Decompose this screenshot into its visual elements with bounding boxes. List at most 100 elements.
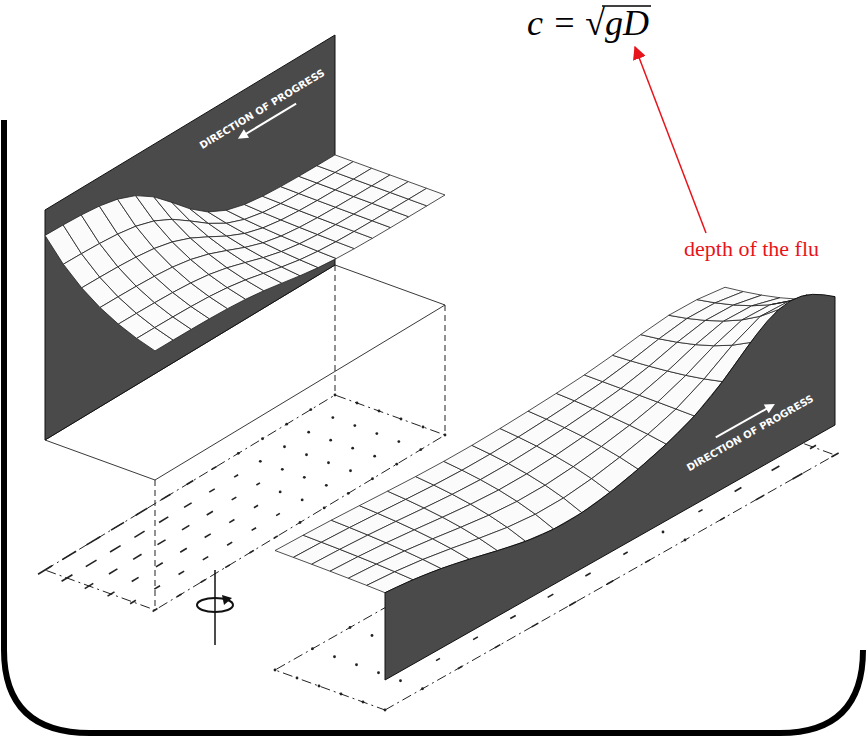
velocity-dash bbox=[87, 537, 101, 545]
right-panel bbox=[274, 287, 839, 711]
velocity-dash bbox=[548, 594, 554, 597]
velocity-dot bbox=[261, 437, 264, 440]
velocity-dot bbox=[355, 663, 358, 666]
velocity-dash bbox=[252, 528, 256, 531]
velocity-dot bbox=[327, 461, 330, 464]
surface-mesh bbox=[409, 188, 445, 206]
velocity-dot bbox=[371, 634, 374, 637]
velocity-dash bbox=[810, 445, 816, 448]
leader-arrow bbox=[635, 47, 706, 233]
coast-wall bbox=[45, 35, 335, 440]
velocity-dot bbox=[285, 423, 288, 426]
velocity-dash bbox=[177, 594, 182, 597]
velocity-dot bbox=[373, 455, 376, 458]
left-panel bbox=[38, 35, 446, 611]
velocity-dot bbox=[323, 507, 326, 510]
velocity-dot bbox=[325, 484, 328, 487]
annotation: depth of the flu bbox=[684, 236, 819, 262]
velocity-dash bbox=[585, 573, 590, 576]
velocity-dash bbox=[62, 551, 76, 559]
velocity-dash bbox=[157, 540, 165, 545]
velocity-dot bbox=[296, 677, 299, 680]
dashed-guide bbox=[335, 265, 336, 395]
velocity-dot bbox=[237, 452, 240, 455]
velocity-dot bbox=[318, 685, 321, 688]
velocity-dash bbox=[201, 579, 206, 582]
velocity-dash bbox=[458, 666, 462, 668]
velocity-dot bbox=[340, 693, 343, 696]
velocity-dash bbox=[756, 495, 764, 500]
velocity-dash bbox=[132, 577, 139, 581]
velocity-dot bbox=[397, 440, 400, 443]
direction-label: DIRECTION OF PROGRESS bbox=[685, 393, 816, 473]
velocity-dash bbox=[227, 542, 232, 545]
velocity-dash bbox=[156, 563, 163, 567]
velocity-dot bbox=[307, 431, 310, 434]
velocity-dash bbox=[276, 513, 280, 515]
velocity-dash bbox=[831, 453, 838, 457]
velocity-dot bbox=[303, 476, 306, 479]
dashed-guide bbox=[445, 305, 446, 435]
velocity-dash bbox=[209, 489, 214, 492]
velocity-dot bbox=[684, 539, 687, 542]
velocity-dot bbox=[400, 418, 403, 421]
velocity-dot bbox=[378, 410, 381, 413]
velocity-dot bbox=[333, 655, 336, 658]
velocity-dash bbox=[108, 592, 115, 596]
velocity-dash bbox=[607, 581, 613, 585]
velocity-dot bbox=[419, 448, 422, 451]
velocity-dot bbox=[375, 432, 378, 435]
velocity-dash bbox=[38, 566, 52, 574]
velocity-dash bbox=[436, 658, 440, 660]
velocity-dash bbox=[274, 536, 278, 538]
velocity-dash bbox=[735, 488, 742, 492]
velocity-dash bbox=[86, 560, 97, 566]
velocity-dot bbox=[283, 445, 286, 448]
velocity-dash bbox=[720, 517, 725, 520]
velocity-dash bbox=[180, 548, 187, 552]
velocity-dot bbox=[421, 687, 424, 690]
velocity-dash bbox=[793, 473, 803, 479]
formula: c = √gD bbox=[527, 2, 649, 44]
velocity-dash bbox=[225, 565, 230, 568]
velocity-dash bbox=[207, 511, 213, 515]
velocity-dash bbox=[159, 517, 168, 523]
left-plane-outline bbox=[45, 395, 445, 610]
velocity-dash bbox=[179, 571, 185, 574]
velocity-dot bbox=[377, 671, 380, 674]
velocity-dash bbox=[510, 615, 515, 618]
velocity-dot bbox=[384, 709, 387, 712]
velocity-dot bbox=[353, 424, 356, 427]
coast-wall bbox=[385, 294, 835, 680]
velocity-dot bbox=[399, 679, 402, 682]
velocity-dash bbox=[532, 623, 539, 627]
velocity-dash bbox=[184, 503, 192, 508]
velocity-dot bbox=[347, 492, 350, 495]
velocity-dot bbox=[351, 447, 354, 450]
velocity-dot bbox=[274, 669, 277, 672]
velocity-dash bbox=[205, 534, 211, 538]
velocity-dot bbox=[299, 521, 302, 524]
velocity-dot bbox=[395, 463, 398, 466]
velocity-dash bbox=[249, 550, 253, 553]
velocity-dash bbox=[187, 481, 194, 485]
velocity-dash bbox=[203, 557, 208, 560]
velocity-dash bbox=[85, 583, 94, 588]
velocity-dot bbox=[334, 394, 337, 397]
velocity-dot bbox=[331, 416, 334, 419]
rotation-symbol bbox=[197, 570, 233, 645]
velocity-dash bbox=[569, 602, 576, 606]
wave-scene bbox=[38, 35, 839, 711]
velocity-dot bbox=[444, 434, 447, 437]
velocity-dot bbox=[371, 477, 374, 480]
velocity-dot bbox=[329, 439, 332, 442]
velocity-dash bbox=[212, 467, 216, 470]
velocity-dash bbox=[153, 609, 158, 612]
velocity-dash bbox=[130, 600, 136, 603]
velocity-dash bbox=[623, 552, 627, 554]
velocity-dash bbox=[62, 575, 73, 582]
velocity-dash bbox=[645, 560, 650, 563]
velocity-dash bbox=[136, 508, 148, 515]
